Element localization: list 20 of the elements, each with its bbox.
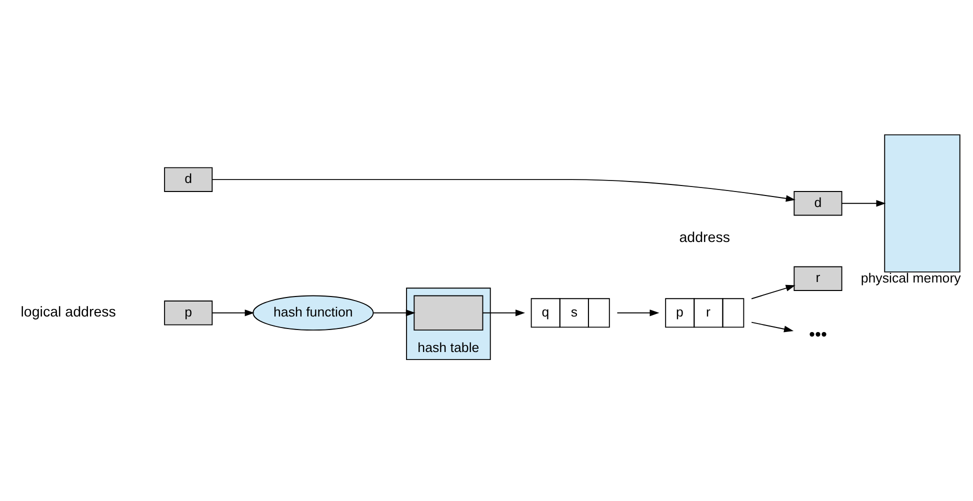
- node-label: physical memory: [860, 270, 961, 286]
- node-box: p: [164, 300, 213, 325]
- arrow: [616, 309, 660, 316]
- label: address: [679, 229, 730, 246]
- arrow: [212, 309, 254, 316]
- node-box: d: [164, 166, 213, 192]
- node-box: d: [794, 190, 842, 216]
- node-label: hash table: [418, 340, 480, 355]
- node-text: •••: [808, 323, 827, 344]
- arrow: [751, 284, 796, 299]
- node-box: [884, 134, 960, 272]
- arrow: [751, 321, 794, 332]
- label: logical address: [20, 304, 116, 320]
- arrow: [212, 178, 796, 202]
- node-box: [414, 294, 484, 330]
- arrow: [372, 309, 416, 316]
- node-ellipse: hash function: [252, 294, 374, 330]
- arrow: [482, 309, 526, 316]
- arrow: [841, 200, 886, 206]
- node-box: r: [794, 266, 842, 290]
